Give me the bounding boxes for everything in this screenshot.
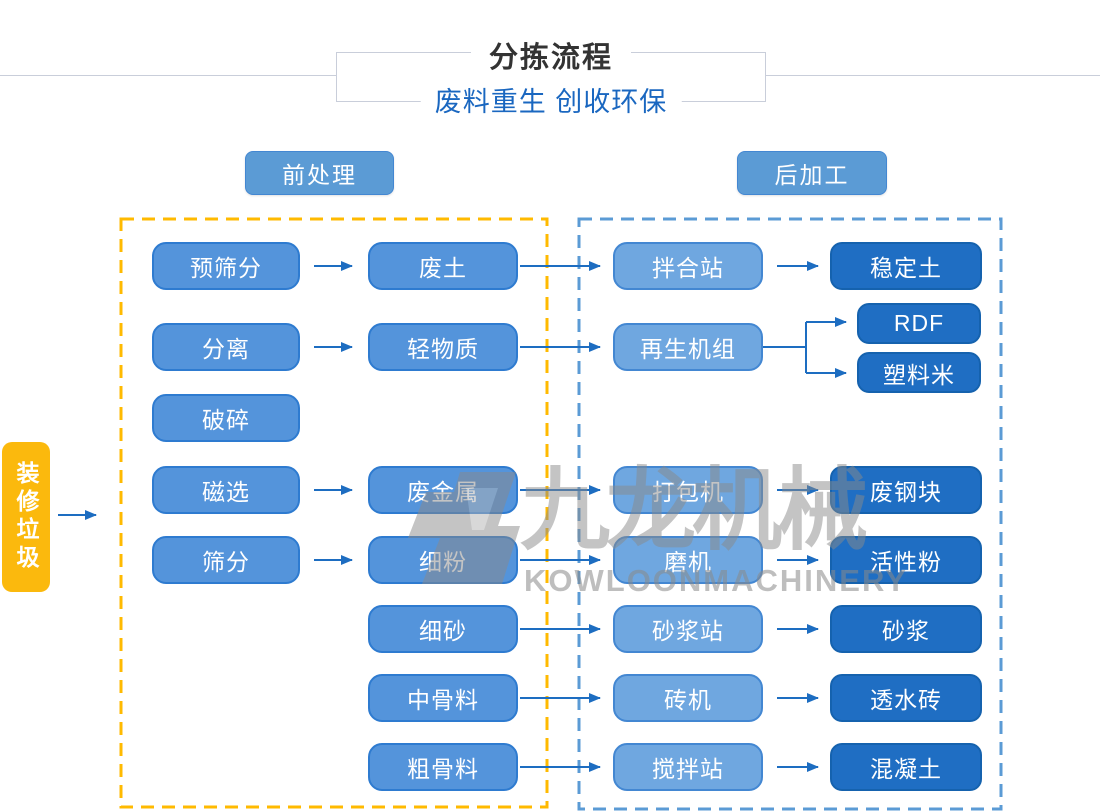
- post-processing-dashed-frame: [577, 217, 1003, 811]
- node-magnetic-separation: 磁选: [152, 466, 300, 514]
- node-scrap-steel-block: 废钢块: [830, 466, 982, 514]
- node-rdf: RDF: [857, 303, 981, 344]
- node-baler: 打包机: [613, 466, 763, 514]
- node-light-material: 轻物质: [368, 323, 518, 371]
- node-fine-sand: 细砂: [368, 605, 518, 653]
- node-permeable-brick: 透水砖: [830, 674, 982, 722]
- node-active-powder: 活性粉: [830, 536, 982, 584]
- node-mortar: 砂浆: [830, 605, 982, 653]
- node-mortar-station: 砂浆站: [613, 605, 763, 653]
- page-title: 分拣流程: [470, 34, 632, 76]
- node-waste-soil: 废土: [368, 242, 518, 290]
- node-mixing-station: 拌合站: [613, 242, 763, 290]
- node-scrap-metal: 废金属: [368, 466, 518, 514]
- node-pre-screening: 预筛分: [152, 242, 300, 290]
- node-recycling-unit: 再生机组: [613, 323, 763, 371]
- node-stabilized-soil: 稳定土: [830, 242, 982, 290]
- node-medium-aggregate: 中骨料: [368, 674, 518, 722]
- node-screening: 筛分: [152, 536, 300, 584]
- node-brick-machine: 砖机: [613, 674, 763, 722]
- node-crushing: 破碎: [152, 394, 300, 442]
- section-label-post-processing: 后加工: [737, 151, 887, 195]
- pre-processing-dashed-frame: [119, 217, 549, 809]
- node-mixing-plant: 搅拌站: [613, 743, 763, 791]
- node-separation: 分离: [152, 323, 300, 371]
- flow-arrows: [58, 261, 847, 772]
- node-coarse-aggregate: 粗骨料: [368, 743, 518, 791]
- page-subtitle: 废料重生 创收环保: [420, 80, 682, 119]
- section-label-pre-processing: 前处理: [245, 151, 394, 195]
- node-grinding-mill: 磨机: [613, 536, 763, 584]
- title-frame: 分拣流程 废料重生 创收环保: [336, 34, 766, 119]
- source-renovation-waste: 装修垃圾: [2, 442, 50, 592]
- node-concrete: 混凝土: [830, 743, 982, 791]
- node-fine-powder: 细粉: [368, 536, 518, 584]
- node-plastic-pellets: 塑料米: [857, 352, 981, 393]
